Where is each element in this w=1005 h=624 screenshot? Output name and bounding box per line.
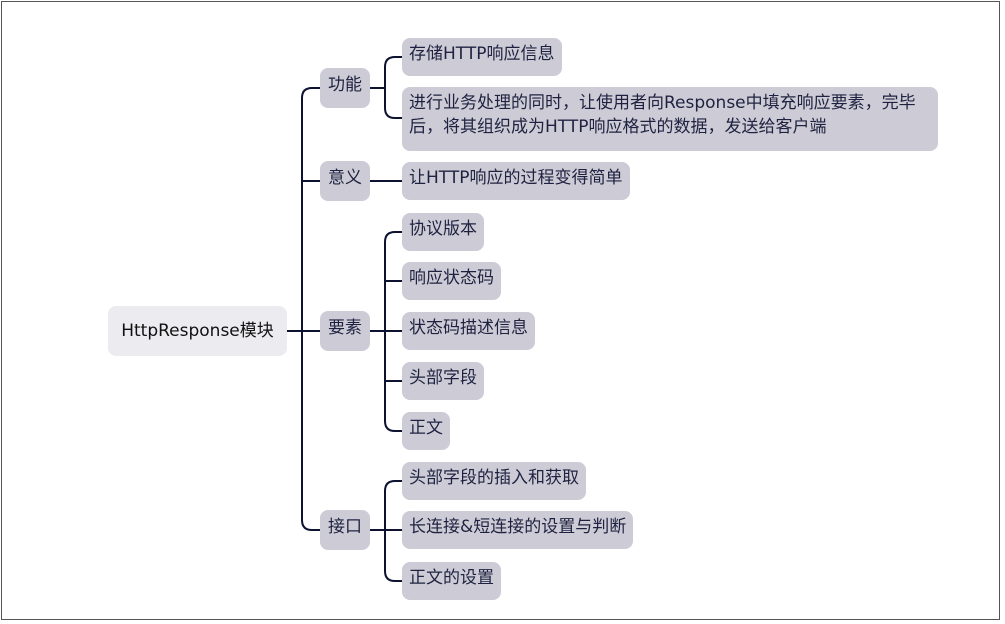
root-node[interactable]: HttpResponse模块 — [108, 306, 287, 356]
branch-yaosu[interactable]: 要素 — [320, 311, 370, 351]
leaf-yaosu-2[interactable]: 响应状态码 — [402, 262, 501, 300]
leaf-yaosu-1[interactable]: 协议版本 — [402, 213, 484, 251]
leaf-yaosu-5[interactable]: 正文 — [402, 412, 450, 450]
leaf-label: 协议版本 — [409, 219, 477, 239]
leaf-yaosu-3[interactable]: 状态码描述信息 — [402, 312, 535, 350]
root-label: HttpResponse模块 — [121, 321, 274, 341]
leaf-yiyi-1[interactable]: 让HTTP响应的过程变得简单 — [402, 162, 630, 200]
leaf-label: 头部字段的插入和获取 — [409, 468, 579, 488]
leaf-jiekou-3[interactable]: 正文的设置 — [402, 562, 501, 600]
leaf-gongneng-2[interactable]: 进行业务处理的同时，让使用者向Response中填充响应要素，完毕后，将其组织成… — [402, 87, 938, 151]
leaf-label: 进行业务处理的同时，让使用者向Response中填充响应要素，完毕后，将其组织成… — [409, 93, 916, 137]
branch-yiyi[interactable]: 意义 — [320, 161, 370, 201]
branch-gongneng[interactable]: 功能 — [320, 68, 370, 108]
leaf-gongneng-1[interactable]: 存储HTTP响应信息 — [402, 38, 562, 76]
branch-label: 接口 — [328, 517, 362, 537]
leaf-jiekou-2[interactable]: 长连接&短连接的设置与判断 — [402, 511, 634, 549]
branch-jiekou[interactable]: 接口 — [320, 510, 370, 550]
leaf-label: 让HTTP响应的过程变得简单 — [409, 168, 623, 188]
leaf-label: 正文 — [409, 418, 443, 438]
main-trunk — [301, 87, 313, 531]
leaf-jiekou-1[interactable]: 头部字段的插入和获取 — [402, 462, 586, 500]
leaf-label: 存储HTTP响应信息 — [409, 44, 555, 64]
branch-label: 意义 — [328, 168, 362, 188]
leaf-label: 正文的设置 — [409, 568, 494, 588]
yaosu-bracket — [384, 231, 403, 432]
jiekou-bracket — [384, 480, 403, 582]
branch-label: 要素 — [328, 318, 362, 338]
gongneng-bracket — [384, 56, 403, 119]
branch-label: 功能 — [328, 75, 362, 95]
leaf-label: 头部字段 — [409, 368, 477, 388]
leaf-yaosu-4[interactable]: 头部字段 — [402, 362, 484, 400]
leaf-label: 响应状态码 — [409, 268, 494, 288]
leaf-label: 长连接&短连接的设置与判断 — [409, 517, 627, 537]
leaf-label: 状态码描述信息 — [409, 318, 528, 338]
